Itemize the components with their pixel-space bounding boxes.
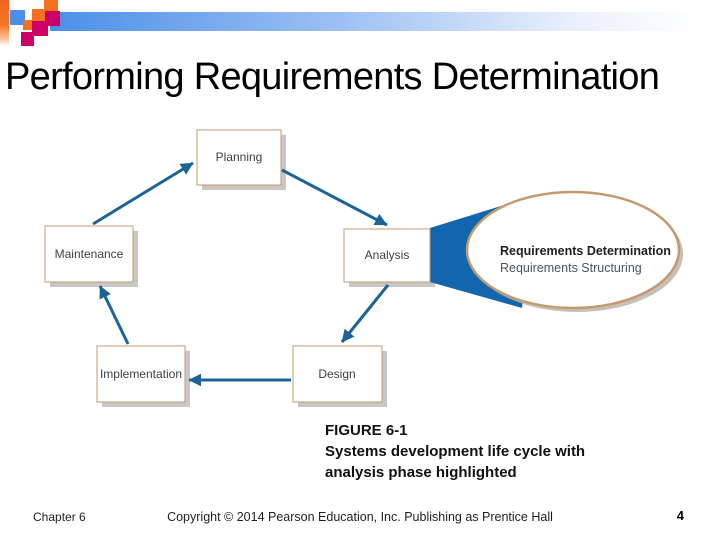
decor-square-magenta-low — [21, 32, 34, 46]
maintenance-label: Maintenance — [55, 247, 124, 261]
decor-square-orange-top — [44, 0, 58, 13]
slide-title: Performing Requirements Determination — [5, 56, 660, 98]
decor-square-blue — [10, 10, 25, 25]
callout-line1: Requirements Determination — [500, 244, 671, 258]
figure-caption-label: FIGURE 6-1 — [325, 422, 408, 439]
design-label: Design — [318, 367, 355, 381]
callout-line2: Requirements Structuring — [500, 261, 642, 275]
implementation-box — [96, 345, 186, 403]
footer-copyright: Copyright © 2014 Pearson Education, Inc.… — [167, 510, 553, 524]
arrow-maintenance-to-planning — [92, 161, 194, 226]
arrow-analysis-to-design — [340, 284, 390, 343]
header-accent-bar — [50, 12, 698, 31]
footer-chapter: Chapter 6 — [33, 510, 86, 524]
design-box — [292, 345, 383, 403]
arrow-implementation-to-maintenance — [98, 285, 130, 345]
callout-ellipse — [465, 190, 681, 310]
arrow-planning-to-analysis — [281, 168, 388, 227]
decor-square-orange-small — [23, 20, 33, 30]
planning-label: Planning — [216, 150, 263, 164]
decor-square-magenta-right — [45, 11, 60, 26]
footer-page-number: 4 — [676, 508, 684, 523]
planning-box — [196, 129, 282, 186]
analysis-box — [343, 228, 431, 283]
header-orange-strip — [0, 0, 9, 46]
decor-square-magenta-mid — [32, 21, 48, 36]
analysis-label: Analysis — [365, 248, 410, 262]
figure-caption: FIGURE 6-1 Systems development life cycl… — [325, 420, 585, 483]
decor-square-orange-mid — [32, 9, 47, 24]
figure-caption-line2: analysis phase highlighted — [325, 464, 517, 481]
maintenance-box — [44, 225, 134, 283]
implementation-label: Implementation — [100, 367, 182, 381]
figure-caption-line1: Systems development life cycle with — [325, 443, 586, 460]
